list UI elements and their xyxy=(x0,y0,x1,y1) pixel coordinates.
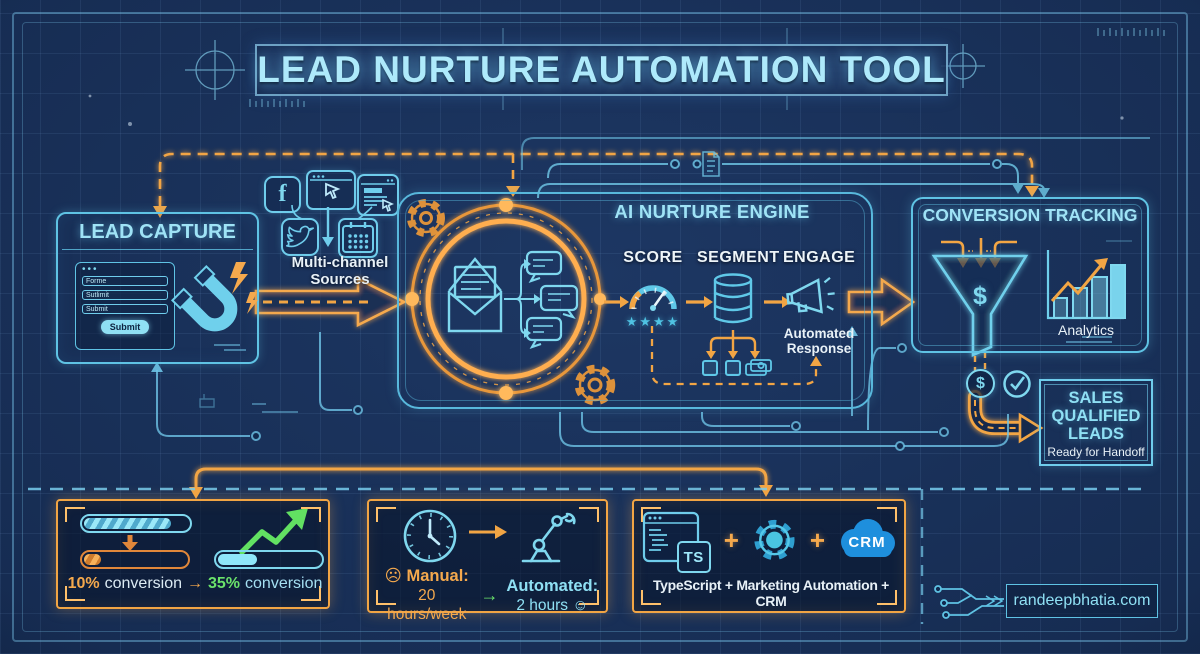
lead-capture-title: LEAD CAPTURE xyxy=(79,221,236,243)
page-title: LEAD NURTURE AUTOMATION TOOL xyxy=(257,49,946,90)
before-label: conversion xyxy=(104,575,182,592)
form-field-1[interactable]: Forme xyxy=(82,276,168,286)
ai-engine-panel xyxy=(397,192,873,409)
manual-label: Manual: xyxy=(406,567,469,585)
dollar-coin-icon: $ xyxy=(966,369,995,398)
crm-label: CRM xyxy=(848,533,886,551)
sales-qualified-box: SALES QUALIFIED LEADS Ready for Handoff xyxy=(1039,379,1153,466)
stack-icon-row: TS + + CRM xyxy=(642,509,900,573)
robot-arm-icon xyxy=(521,512,576,563)
auto-label: Automated: xyxy=(506,576,599,595)
form-field-2[interactable]: Sutlimit xyxy=(82,290,168,300)
stats-caption: 10% conversion → 35% conversion xyxy=(64,575,326,593)
engine-title: AI NURTURE ENGINE xyxy=(614,201,810,222)
browser-cursor-icon xyxy=(306,170,356,210)
segment-box-icon xyxy=(702,360,718,376)
segment-box-icon xyxy=(725,360,741,376)
plus-sign: + xyxy=(723,525,739,555)
manual-value: 20 hours/week xyxy=(387,587,467,623)
submit-button[interactable]: Submit xyxy=(101,320,149,334)
brand-circuit-traces xyxy=(934,585,1004,619)
conversion-title: CONVERSION TRACKING xyxy=(922,205,1138,225)
ts-badge: TS xyxy=(676,541,711,573)
step-engage-label: ENGAGE xyxy=(783,249,856,266)
progress-bar-after xyxy=(214,550,324,569)
crm-cloud-icon: CRM xyxy=(834,515,900,565)
source-connectors xyxy=(291,205,373,247)
typescript-editor-icon: TS xyxy=(642,511,711,573)
stack-caption: TypeScript + Marketing Automation + CRM xyxy=(652,577,890,609)
top-cyan-traces xyxy=(521,137,1150,199)
step-segment-label: SEGMENT xyxy=(697,249,780,266)
document-icon xyxy=(702,151,720,177)
automation-gear-icon xyxy=(754,519,795,561)
plus-sign: + xyxy=(809,525,825,555)
sad-face-icon: ☹ xyxy=(384,567,402,585)
transition-arrow-icon xyxy=(469,525,507,539)
caption-arrow: → xyxy=(187,575,203,592)
sales-subtitle: Ready for Handoff xyxy=(1047,445,1145,459)
window-dots-icon: ••• xyxy=(82,264,99,275)
after-percent: 35% xyxy=(208,575,241,592)
check-icon xyxy=(1003,370,1031,398)
divider xyxy=(62,249,253,250)
brand-domain[interactable]: randeepbhatia.com xyxy=(1013,592,1151,609)
auto-value: 2 hours xyxy=(516,596,569,614)
corner-bracket xyxy=(301,507,321,522)
progress-bar-top xyxy=(80,514,192,533)
tech-stack-box: TS + + CRM TypeScript + Marketing Automa… xyxy=(632,499,906,613)
smiley-face-icon: ☺ xyxy=(572,596,589,614)
analytics-label: Analytics xyxy=(1057,322,1115,338)
magnet-icon xyxy=(170,262,258,332)
title-banner: LEAD NURTURE AUTOMATION TOOL xyxy=(255,44,948,96)
conversion-stats-box: 10% conversion → 35% conversion xyxy=(56,499,330,609)
down-arrow-icon xyxy=(122,535,138,551)
time-savings-box: ☹ Manual: 20 hours/week → Automated: 2 h… xyxy=(367,499,608,623)
sources-label: Multi-channel Sources xyxy=(291,254,389,288)
before-percent: 10% xyxy=(67,575,100,592)
clock-icon xyxy=(403,509,457,563)
time-caption: ☹ Manual: 20 hours/week → Automated: 2 h… xyxy=(377,567,602,624)
corner-bracket xyxy=(376,507,396,522)
progress-bar-before xyxy=(80,550,190,569)
time-arrow: → xyxy=(480,585,499,605)
step-score-label: SCORE xyxy=(623,249,683,266)
texture-specks xyxy=(88,94,1124,126)
after-label: conversion xyxy=(245,575,323,592)
manual-column: ☹ Manual: 20 hours/week xyxy=(377,567,477,624)
auto-value-line: 2 hours ☺ xyxy=(503,596,603,615)
score-stars: ★★★★ xyxy=(625,314,681,329)
sales-title: SALES QUALIFIED LEADS xyxy=(1051,389,1141,443)
lead-capture-box: LEAD CAPTURE ••• Forme Sutlimit Submit S… xyxy=(56,212,259,364)
brand-box[interactable]: randeepbhatia.com xyxy=(1006,584,1158,618)
automated-column: Automated: 2 hours ☺ xyxy=(503,577,603,615)
corner-bracket xyxy=(579,507,599,522)
funnel-dollar-symbol: $ xyxy=(973,282,987,310)
automated-response-note: Automated Response xyxy=(783,326,855,356)
form-field-3[interactable]: Submit xyxy=(82,304,168,314)
lead-form: ••• Forme Sutlimit Submit Submit xyxy=(75,262,175,350)
